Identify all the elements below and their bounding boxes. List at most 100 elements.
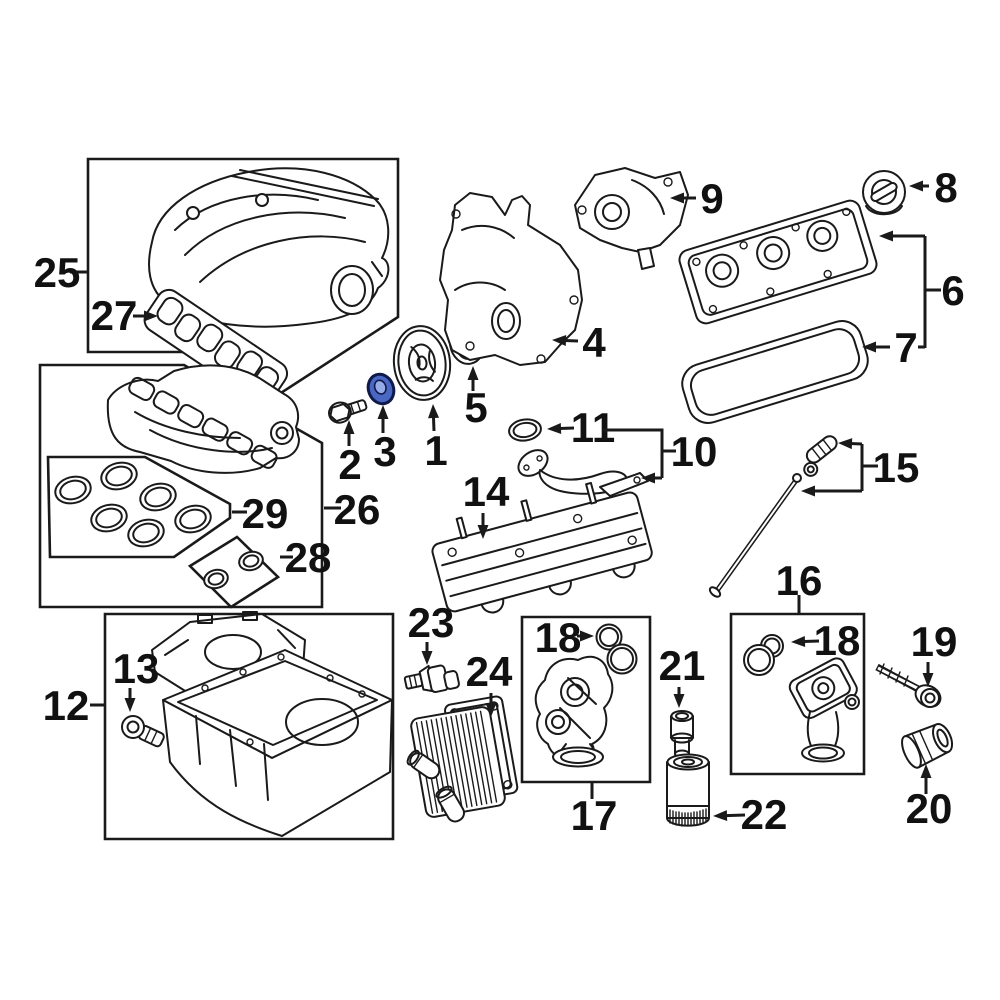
callout-number[interactable]: 19 bbox=[911, 618, 958, 665]
callout-28[interactable]: 28 bbox=[280, 534, 331, 581]
callout-8[interactable]: 8 bbox=[909, 164, 958, 211]
arrow-head bbox=[909, 180, 923, 192]
callout-number[interactable]: 28 bbox=[285, 534, 332, 581]
callout-21[interactable]: 21 bbox=[659, 642, 706, 708]
timing-cover-part[interactable] bbox=[439, 192, 583, 366]
oil-filler-cap-part[interactable] bbox=[862, 170, 906, 216]
valve-cover-gasket-part[interactable] bbox=[677, 316, 872, 428]
arrow-head bbox=[421, 651, 433, 665]
callout-number[interactable]: 27 bbox=[91, 292, 138, 339]
callout-number[interactable]: 16 bbox=[776, 557, 823, 604]
callout-20[interactable]: 20 bbox=[906, 764, 953, 832]
callout-14[interactable]: 14 bbox=[463, 468, 510, 539]
callout-9[interactable]: 9 bbox=[670, 175, 724, 222]
callout-number[interactable]: 2 bbox=[338, 441, 361, 488]
callout-number[interactable]: 4 bbox=[582, 319, 606, 366]
callout-number[interactable]: 7 bbox=[894, 324, 917, 371]
callout-17[interactable]: 17 bbox=[571, 783, 618, 839]
callout-18[interactable]: 18 bbox=[791, 617, 860, 664]
callout-number[interactable]: 20 bbox=[906, 785, 953, 832]
adapter-seal-part[interactable] bbox=[743, 634, 784, 676]
callout-number[interactable]: 1 bbox=[424, 427, 447, 474]
callout-3[interactable]: 3 bbox=[373, 405, 397, 475]
crankshaft-bolt-part[interactable] bbox=[326, 395, 368, 426]
callout-10[interactable]: 10 bbox=[603, 428, 717, 484]
callout-1[interactable]: 1 bbox=[424, 404, 448, 474]
intake-gasket-set-part[interactable] bbox=[52, 459, 214, 550]
adapter-bolt-part[interactable] bbox=[875, 663, 944, 711]
arrow-head bbox=[920, 764, 932, 778]
callout-18[interactable]: 18 bbox=[535, 614, 594, 661]
group-box-28 bbox=[187, 535, 281, 609]
callout-7[interactable]: 7 bbox=[862, 324, 925, 371]
callout-2[interactable]: 2 bbox=[338, 420, 362, 488]
callout-16[interactable]: 16 bbox=[776, 557, 823, 613]
callout-number[interactable]: 17 bbox=[571, 792, 618, 839]
callout-5[interactable]: 5 bbox=[464, 366, 488, 431]
oil-pan-part[interactable] bbox=[162, 649, 393, 837]
callout-number[interactable]: 13 bbox=[113, 645, 160, 692]
callout-22[interactable]: 22 bbox=[713, 791, 787, 838]
oil-baffle-part[interactable] bbox=[426, 472, 657, 623]
callout-number[interactable]: 21 bbox=[659, 642, 706, 689]
valve-cover-part[interactable] bbox=[677, 198, 879, 326]
arrow-head bbox=[144, 310, 158, 322]
callout-number[interactable]: 25 bbox=[34, 249, 81, 296]
callout-number[interactable]: 24 bbox=[466, 648, 513, 695]
callout-26[interactable]: 26 bbox=[324, 486, 380, 533]
arrow-head bbox=[801, 485, 815, 497]
callout-29[interactable]: 29 bbox=[232, 490, 288, 537]
callout-number[interactable]: 29 bbox=[242, 490, 289, 537]
callout-24[interactable]: 24 bbox=[466, 648, 513, 717]
oil-pump-part[interactable] bbox=[574, 167, 689, 270]
callout-number[interactable]: 11 bbox=[571, 404, 615, 451]
pickup-tube-oring-part[interactable] bbox=[508, 417, 543, 442]
oil-pressure-sensor-part[interactable] bbox=[403, 661, 460, 698]
drain-plug-bolt-part[interactable] bbox=[121, 715, 165, 748]
callout-6[interactable]: 6 bbox=[879, 230, 965, 349]
callout-number[interactable]: 22 bbox=[741, 791, 788, 838]
filter-cap-part[interactable] bbox=[898, 719, 957, 770]
small-gasket-pair-part[interactable] bbox=[202, 549, 265, 591]
callout-12[interactable]: 12 bbox=[43, 682, 105, 729]
callout-number[interactable]: 26 bbox=[334, 486, 381, 533]
callout-number[interactable]: 23 bbox=[408, 599, 455, 646]
callout-number[interactable]: 18 bbox=[814, 617, 861, 664]
arrow-head bbox=[343, 420, 355, 434]
callout-11[interactable]: 11 bbox=[547, 404, 615, 451]
callout-number[interactable]: 8 bbox=[934, 164, 957, 211]
callout-4[interactable]: 4 bbox=[552, 319, 606, 366]
upper-intake-manifold-part[interactable] bbox=[148, 167, 390, 328]
oil-pump-assembly-part[interactable] bbox=[534, 655, 614, 768]
oil-filter-part[interactable] bbox=[666, 753, 710, 827]
arrow-head bbox=[477, 525, 489, 539]
callout-number[interactable]: 6 bbox=[941, 267, 964, 314]
callout-number[interactable]: 5 bbox=[464, 384, 487, 431]
callout-27[interactable]: 27 bbox=[91, 292, 158, 339]
crankshaft-front-seal-part-highlighted[interactable] bbox=[364, 371, 398, 408]
crankshaft-pulley-part[interactable] bbox=[390, 323, 453, 402]
callout-23[interactable]: 23 bbox=[408, 599, 455, 665]
callout-number[interactable]: 10 bbox=[671, 428, 718, 475]
callout-number[interactable]: 12 bbox=[43, 682, 90, 729]
callout-number[interactable]: 3 bbox=[373, 428, 396, 475]
callout-number[interactable]: 15 bbox=[873, 444, 920, 491]
group-box-16 bbox=[729, 612, 866, 776]
arrow-head bbox=[791, 636, 806, 647]
pump-gasket-part[interactable] bbox=[595, 623, 638, 675]
callout-25[interactable]: 25 bbox=[34, 249, 88, 296]
filter-element-part[interactable] bbox=[670, 710, 694, 759]
callout-number[interactable]: 14 bbox=[463, 468, 510, 515]
callout-number[interactable]: 18 bbox=[535, 614, 582, 661]
callout-19[interactable]: 19 bbox=[911, 618, 958, 687]
oil-cooler-part[interactable] bbox=[405, 695, 519, 825]
callout-number[interactable]: 9 bbox=[700, 175, 723, 222]
callout-15[interactable]: 15 bbox=[801, 438, 920, 497]
dipstick-part[interactable] bbox=[708, 433, 845, 598]
oil-filter-adapter-part[interactable] bbox=[787, 656, 860, 763]
lower-intake-manifold-part[interactable] bbox=[106, 364, 300, 474]
callout-13[interactable]: 13 bbox=[113, 645, 160, 712]
